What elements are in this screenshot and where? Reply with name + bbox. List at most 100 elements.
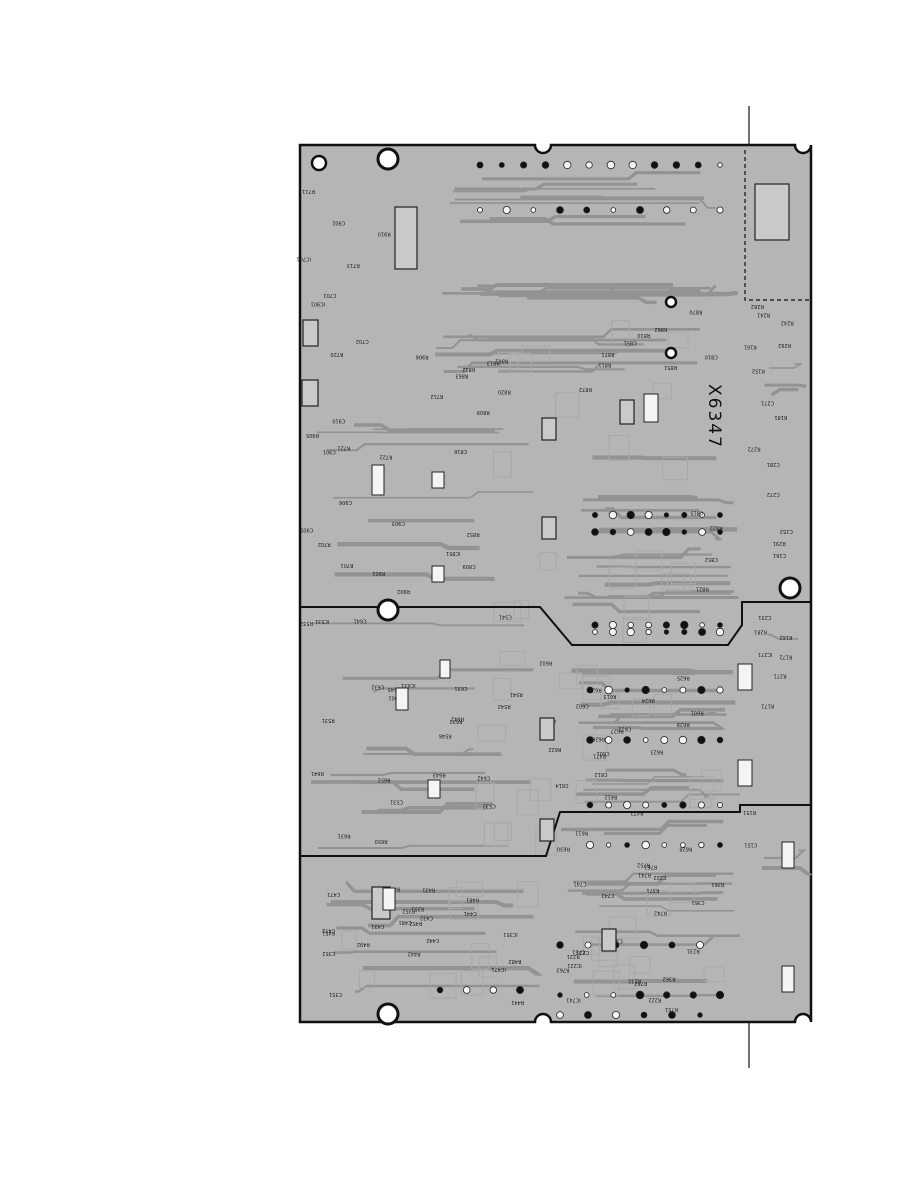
solder-pad — [716, 686, 724, 694]
component-label: R362 — [663, 975, 676, 981]
component-label: IC221 — [567, 962, 582, 968]
component-label: R852 — [467, 531, 480, 537]
solder-pad — [626, 510, 635, 520]
component-label: R231 — [687, 947, 700, 953]
solder-pad — [662, 527, 671, 537]
copper-trace — [336, 926, 486, 935]
component-label: C471 — [327, 891, 340, 897]
solder-pad — [644, 528, 653, 536]
component-footprint — [529, 778, 552, 802]
component-footprint — [493, 821, 512, 842]
component-footprint — [555, 392, 580, 418]
component-label: R625 — [677, 674, 690, 680]
copper-trace — [479, 290, 738, 296]
solder-pad — [644, 510, 653, 519]
solder-pad — [717, 802, 724, 809]
copper-trace — [484, 289, 701, 293]
solder-pad — [635, 990, 645, 1000]
copper-trace — [566, 547, 701, 559]
component-footprint — [429, 973, 457, 999]
component-label: R752 — [637, 862, 650, 868]
component-label: R872 — [579, 386, 592, 392]
solder-pad — [563, 160, 572, 170]
solder-pad — [663, 206, 671, 214]
component-label: R162 — [779, 634, 792, 640]
component-label: C901 — [323, 449, 336, 455]
component-label: C351 — [329, 991, 342, 997]
component-label: R741 — [638, 871, 651, 877]
solder-pad — [583, 992, 590, 998]
copper-trace — [764, 383, 807, 388]
component-footprint — [703, 966, 725, 983]
copper-trace — [599, 905, 735, 912]
component-footprint — [509, 353, 532, 373]
solder-pad — [462, 986, 471, 994]
component-label: R901 — [372, 570, 385, 576]
copper-trace — [584, 793, 740, 803]
copper-trace — [443, 328, 700, 339]
solder-pad — [604, 736, 613, 744]
solder-pad — [697, 686, 706, 695]
component-label: R242 — [781, 319, 794, 325]
solder-pad — [642, 801, 650, 809]
copper-trace — [581, 671, 696, 676]
component-label: R292 — [778, 342, 791, 348]
solder-pad — [650, 161, 659, 169]
component-label: C902 — [332, 220, 345, 226]
component-label: R862 — [654, 326, 667, 332]
component-footprint — [611, 320, 630, 347]
copper-trace — [317, 844, 508, 849]
component-footprint — [447, 886, 463, 909]
solder-pad — [668, 1011, 676, 1019]
solder-pad — [697, 801, 705, 809]
component-label: IC531 — [315, 618, 330, 624]
section-divider-top — [744, 150, 811, 301]
solder-pad — [520, 161, 528, 169]
solder-pad — [715, 990, 725, 1000]
component-label: R910 — [378, 230, 391, 236]
solder-pad — [679, 801, 687, 809]
solder-pad — [498, 162, 505, 168]
component-footprint — [471, 943, 489, 970]
component-footprint — [558, 672, 583, 690]
component-label: R532 — [300, 620, 313, 626]
component-label: C632 — [371, 684, 384, 690]
component-label: R611 — [575, 829, 588, 835]
solder-pad — [557, 992, 563, 998]
component-label: C152 — [780, 528, 793, 534]
component-label: C271 — [761, 399, 774, 405]
solder-pad — [556, 941, 564, 949]
solder-pad — [436, 986, 444, 994]
solder-pad — [661, 687, 668, 693]
solder-pad — [662, 621, 670, 629]
component-label: C809 — [463, 563, 476, 569]
copper-trace — [361, 801, 493, 815]
component-footprint — [582, 734, 608, 761]
solder-pad — [610, 207, 617, 213]
component-footprint — [492, 678, 512, 701]
component-label: R812 — [462, 366, 475, 372]
copper-trace — [334, 572, 495, 581]
copper-trace — [592, 725, 722, 731]
component-footprint — [652, 382, 672, 400]
component-label: C641 — [354, 618, 367, 624]
component-label: R161 — [744, 344, 757, 350]
component-footprint — [499, 650, 526, 667]
component-label: R361 — [711, 881, 724, 887]
component-label: R711 — [302, 188, 315, 194]
component-label: C815 — [690, 510, 703, 516]
copper-trace — [582, 891, 724, 895]
component-label: R809 — [477, 409, 490, 415]
copper-traces — [311, 171, 814, 997]
component-label: R720 — [330, 351, 343, 357]
component-label: IC901 — [311, 301, 326, 307]
component-label: R632 — [449, 718, 462, 724]
component-label: R622 — [548, 746, 561, 752]
component-label: R722 — [379, 454, 392, 460]
solder-pad — [604, 685, 613, 695]
component-label: R650 — [375, 838, 388, 844]
copper-trace — [582, 498, 734, 505]
board-id-label: X6347 — [704, 384, 724, 449]
copper-trace — [366, 746, 502, 756]
component-label: R651 — [378, 777, 391, 783]
